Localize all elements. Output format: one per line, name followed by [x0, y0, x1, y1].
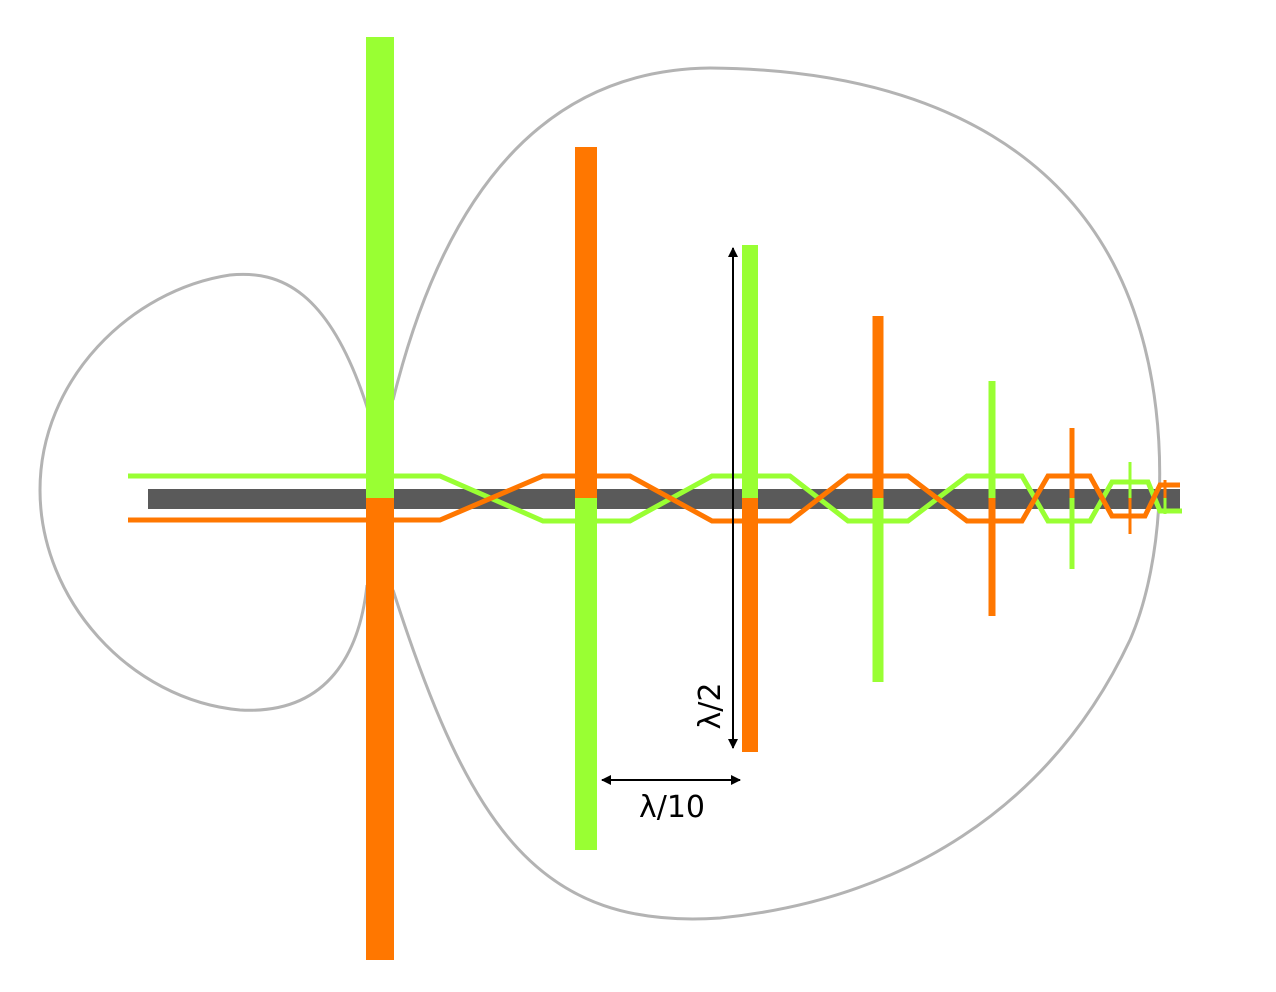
dipole-element-7-lower-half	[1128, 498, 1132, 534]
element-length-label: λ/2	[693, 683, 728, 730]
dipole-element-1-upper-half	[366, 37, 394, 498]
dipole-element-6-lower-half	[1069, 498, 1075, 569]
dipole-element-3-upper-half	[742, 245, 758, 498]
dipole-element-5-upper-half	[988, 381, 996, 498]
dipole-element-8-upper-half	[1163, 480, 1167, 498]
dipole-element-2-upper-half	[575, 147, 597, 498]
dipole-element-4-lower-half	[872, 498, 884, 682]
dipole-elements	[366, 37, 1167, 960]
dipole-element-2-lower-half	[575, 498, 597, 850]
dipole-element-3-lower-half	[742, 498, 758, 752]
dipole-element-8-lower-half	[1163, 498, 1167, 514]
dipole-element-1-lower-half	[366, 498, 394, 960]
dipole-element-5-lower-half	[988, 498, 996, 616]
dipole-element-6-upper-half	[1069, 428, 1075, 498]
antenna-boom	[148, 489, 1180, 509]
element-spacing-label: λ/10	[639, 790, 705, 825]
dipole-element-7-upper-half	[1128, 462, 1132, 498]
radiation-pattern-back-lobe	[38, 272, 370, 712]
dipole-element-4-upper-half	[872, 316, 884, 498]
